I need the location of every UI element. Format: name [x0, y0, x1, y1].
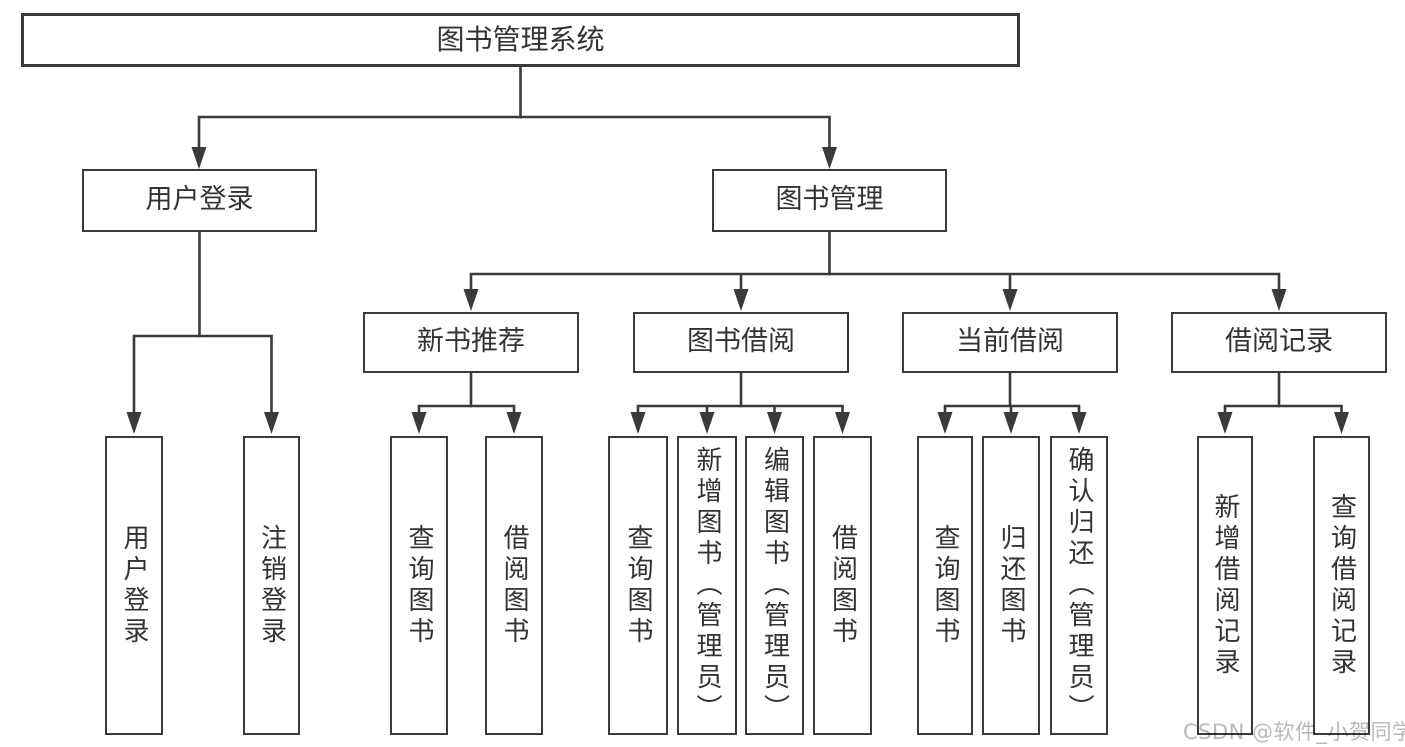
- arrowhead-down-icon: [1071, 412, 1087, 434]
- leaf-borrowing-add-books-admin-label: 新增图书（管理员）: [692, 446, 722, 725]
- node-library-system-label: 图书管理系统: [436, 23, 605, 57]
- arrowhead-down-icon: [126, 412, 142, 434]
- leaf-user-login-label: 用户登录: [119, 523, 149, 648]
- arrowhead-down-icon: [767, 412, 782, 434]
- leaf-recommend-search-books: 查询图书: [390, 436, 448, 735]
- node-user-login-label: 用户登录: [145, 184, 254, 216]
- arrowhead-down-icon: [1002, 289, 1018, 311]
- node-user-login: 用户登录: [82, 169, 317, 232]
- arrowhead-down-icon: [733, 289, 749, 311]
- node-book-management: 图书管理: [712, 169, 947, 232]
- leaf-borrowing-search-books: 查询图书: [608, 436, 668, 735]
- leaf-borrowing-search-books-label: 查询图书: [623, 523, 653, 648]
- watermark-text: CSDN @软件_小贺同学: [1183, 720, 1405, 744]
- arrowhead-down-icon: [937, 412, 953, 434]
- leaf-borrowing-edit-books-admin: 编辑图书（管理员）: [745, 436, 804, 735]
- node-borrowing-records: 借阅记录: [1171, 312, 1387, 373]
- leaf-current-return-books: 归还图书: [982, 436, 1040, 735]
- node-current-borrowing: 当前借阅: [902, 312, 1118, 373]
- leaf-current-confirm-return-admin-label: 确认归还（管理员）: [1064, 446, 1094, 725]
- leaf-current-search-books: 查询图书: [917, 436, 973, 735]
- leaf-current-confirm-return-admin: 确认归还（管理员）: [1050, 436, 1108, 735]
- leaf-recommend-borrow-books-label: 借阅图书: [499, 523, 529, 648]
- arrowhead-down-icon: [1271, 289, 1287, 311]
- arrowhead-down-icon: [463, 289, 479, 311]
- leaf-current-search-books-label: 查询图书: [930, 523, 960, 648]
- leaf-records-add-record-label: 新增借阅记录: [1210, 492, 1240, 679]
- leaf-recommend-borrow-books: 借阅图书: [485, 436, 543, 735]
- arrowhead-down-icon: [191, 147, 207, 169]
- arrowhead-down-icon: [1003, 412, 1019, 434]
- arrowhead-down-icon: [822, 147, 837, 169]
- node-book-borrowing-label: 图书借阅: [687, 326, 795, 358]
- arrowhead-down-icon: [1334, 412, 1349, 434]
- leaf-logout-login-label: 注销登录: [256, 523, 287, 648]
- leaf-borrowing-borrow-books-label: 借阅图书: [827, 523, 858, 648]
- leaf-records-search-record: 查询借阅记录: [1313, 436, 1370, 735]
- node-current-borrowing-label: 当前借阅: [956, 326, 1064, 358]
- leaf-logout-login: 注销登录: [243, 436, 300, 735]
- leaf-borrowing-edit-books-admin-label: 编辑图书（管理员）: [759, 446, 790, 725]
- leaf-records-search-record-label: 查询借阅记录: [1326, 492, 1357, 679]
- arrowhead-down-icon: [835, 412, 850, 434]
- leaf-recommend-search-books-label: 查询图书: [404, 523, 434, 648]
- node-borrowing-records-label: 借阅记录: [1225, 326, 1333, 358]
- leaf-records-add-record: 新增借阅记录: [1197, 436, 1253, 735]
- arrowhead-down-icon: [699, 412, 715, 434]
- leaf-borrowing-add-books-admin: 新增图书（管理员）: [677, 436, 737, 735]
- node-book-borrowing: 图书借阅: [633, 312, 849, 373]
- arrowhead-down-icon: [506, 412, 522, 434]
- leaf-borrowing-borrow-books: 借阅图书: [813, 436, 872, 735]
- node-new-book-recommendation-label: 新书推荐: [417, 326, 525, 358]
- node-new-book-recommendation: 新书推荐: [363, 312, 579, 373]
- arrowhead-down-icon: [630, 412, 646, 434]
- leaf-current-return-books-label: 归还图书: [996, 523, 1026, 648]
- arrowhead-down-icon: [264, 412, 279, 434]
- node-book-management-label: 图书管理: [775, 184, 884, 216]
- leaf-user-login: 用户登录: [105, 436, 163, 735]
- arrowhead-down-icon: [1217, 412, 1233, 434]
- arrowhead-down-icon: [411, 412, 427, 434]
- node-library-system: 图书管理系统: [21, 13, 1020, 67]
